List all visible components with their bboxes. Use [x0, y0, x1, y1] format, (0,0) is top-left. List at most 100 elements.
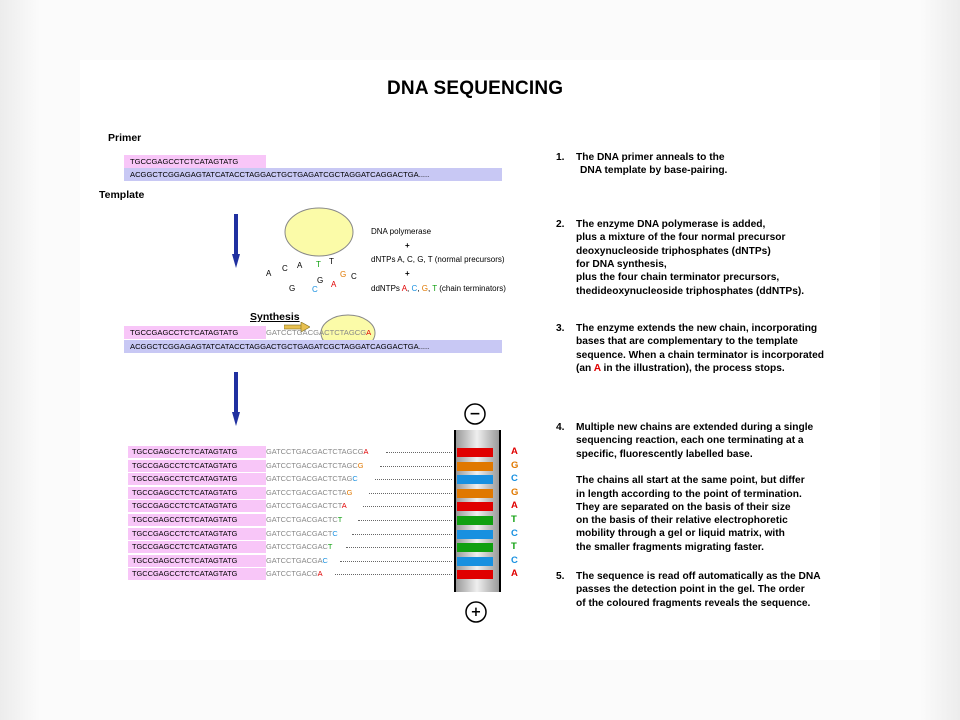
- gel-read-base: A: [511, 500, 518, 512]
- template-label: Template: [99, 189, 145, 201]
- step-line: The enzyme extends the new chain, incorp…: [576, 323, 818, 334]
- step-line: The sequence is read off automatically a…: [576, 571, 821, 582]
- fragment-dotted-line: [380, 465, 452, 467]
- down-arrow-icon: [232, 214, 240, 268]
- fragment-dotted-line: [386, 452, 452, 453]
- gel-read-base: A: [511, 446, 518, 457]
- step-number: 1.: [556, 152, 565, 163]
- svg-text:+: +: [471, 605, 482, 620]
- primer-sequence: TGCCGAGCCTCTCATAGTATG: [124, 155, 266, 168]
- step-number: 4.: [556, 422, 565, 433]
- step-line: of the coloured fragments reveals the se…: [576, 597, 811, 609]
- fragment-primer: TGCCGAGCCTCTCATAGTATG: [128, 554, 266, 567]
- fragment-dotted-line: [374, 479, 452, 481]
- fragment-primer: TGCCGAGCCTCTCATAGTATG: [128, 568, 266, 581]
- gel-band: [457, 570, 493, 580]
- synthesis-template: ACGGCTCGGAGAGTATCATACCTAGGACTGCTGAGATCGC…: [124, 340, 502, 353]
- loose-base: A: [266, 269, 272, 278]
- step-line: sequence. When a chain terminator is inc…: [576, 349, 824, 361]
- step-line: They are separated on the basis of their…: [576, 501, 791, 513]
- fragment-extension: GATCCTGACG: [266, 569, 318, 579]
- fragment-primer: TGCCGAGCCTCTCATAGTATG: [128, 459, 266, 472]
- gel-read-base: G: [511, 486, 519, 498]
- step-line: deoxynucleoside triphosphates (dNTPs): [576, 245, 771, 257]
- step-line: specific, fluorescently labelled base.: [576, 448, 753, 460]
- step-line: the smaller fragments migrating faster.: [576, 541, 764, 553]
- gel-read-base: C: [511, 554, 518, 566]
- step-line: passes the detection point in the gel. T…: [576, 584, 805, 596]
- dna-polymerase-label: DNA polymerase: [371, 227, 432, 236]
- dntps-label: dNTPs A, C, G, T (normal precursors): [371, 255, 505, 264]
- gel-read-base: A: [511, 568, 518, 580]
- fragment-extension: GATCCTGACGA: [266, 555, 323, 565]
- loose-base: T: [329, 257, 334, 266]
- plus-dntps: +: [405, 241, 410, 250]
- gel-band: [457, 448, 493, 457]
- fragment-extension: GATCCTGACGACTCTAGCG: [266, 447, 364, 456]
- fragment-extension: GATCCTGACGACTCTAG: [266, 474, 353, 484]
- gel-band: [457, 516, 493, 525]
- primer-label: Primer: [108, 132, 142, 144]
- fragment-terminator: G: [346, 487, 353, 497]
- fragment-primer: TGCCGAGCCTCTCATAGTATG: [128, 541, 266, 554]
- plus-electrode-icon: +: [465, 601, 487, 623]
- step-line: The enzyme DNA polymerase is added,: [576, 219, 766, 230]
- loose-base: A: [297, 261, 303, 270]
- down-arrow-icon: [232, 372, 240, 426]
- synthesis-label: Synthesis: [250, 311, 300, 323]
- fragment-primer: TGCCGAGCCTCTCATAGTATG: [128, 500, 266, 513]
- fragment-extension: GATCCTGACGACTCTA: [266, 487, 347, 497]
- fragment-primer: TGCCGAGCCTCTCATAGTATG: [128, 527, 266, 540]
- fragment-extension: GATCCTGACGACTC: [266, 515, 338, 524]
- gel-band: [457, 543, 493, 553]
- fragment-terminator: G: [357, 460, 364, 470]
- fragment-primer: TGCCGAGCCTCTCATAGTATG: [128, 514, 266, 526]
- fragment-dotted-line: [340, 560, 452, 562]
- fragment-dotted-line: [334, 574, 452, 576]
- step-line: in length according to the point of term…: [576, 488, 802, 500]
- step-number: 2.: [556, 219, 565, 230]
- fragment-primer: TGCCGAGCCTCTCATAGTATG: [128, 473, 266, 486]
- step-line: Multiple new chains are extended during …: [576, 422, 814, 433]
- fragment-terminator: A: [317, 569, 323, 579]
- svg-text:−: −: [469, 406, 481, 422]
- gel-read-base: T: [511, 541, 517, 553]
- dna-polymerase-blob: [284, 207, 354, 257]
- fragment-terminator: A: [363, 447, 369, 456]
- step-line: bases that are complementary to the temp…: [576, 336, 798, 348]
- gel-read-base: C: [511, 527, 518, 539]
- plus-ddntps: +: [405, 269, 410, 278]
- fragment-dotted-line: [368, 492, 452, 494]
- gel-read-base: G: [511, 459, 519, 471]
- loose-base: C: [282, 264, 288, 273]
- fragment-dotted-line: [357, 520, 452, 521]
- step-line: for DNA synthesis,: [576, 258, 667, 270]
- fragment-dotted-line: [351, 533, 452, 535]
- fragment-primer: TGCCGAGCCTCTCATAGTATG: [128, 446, 266, 458]
- minus-electrode-icon: −: [464, 403, 486, 425]
- fragment-extension: GATCCTGACGAC: [266, 542, 328, 552]
- gel-read-base: T: [511, 514, 517, 525]
- step-line: (an A in the illustration), the process …: [576, 362, 785, 374]
- step-line: sequencing reaction, each one terminatin…: [576, 435, 804, 447]
- gel-band: [457, 556, 493, 566]
- fragment-dotted-line: [363, 506, 452, 508]
- ddntps-label: ddNTPs A, C, G, T (chain terminators): [371, 284, 506, 293]
- loose-base: T: [316, 260, 321, 269]
- loose-base: C: [351, 272, 357, 281]
- fragment-extension: GATCCTGACGACTCTAGC: [266, 460, 358, 470]
- template-sequence: ACGGCTCGGAGAGTATCATACCTAGGACTGCTGAGATCGC…: [124, 168, 502, 181]
- step-line: mobility through a gel or liquid matrix,…: [576, 528, 785, 540]
- step-line: thedideoxynucleoside triphosphates (ddNT…: [576, 285, 805, 297]
- fragment-primer: TGCCGAGCCTCTCATAGTATG: [128, 486, 266, 499]
- step-line: plus the four chain terminator precursor…: [576, 272, 780, 284]
